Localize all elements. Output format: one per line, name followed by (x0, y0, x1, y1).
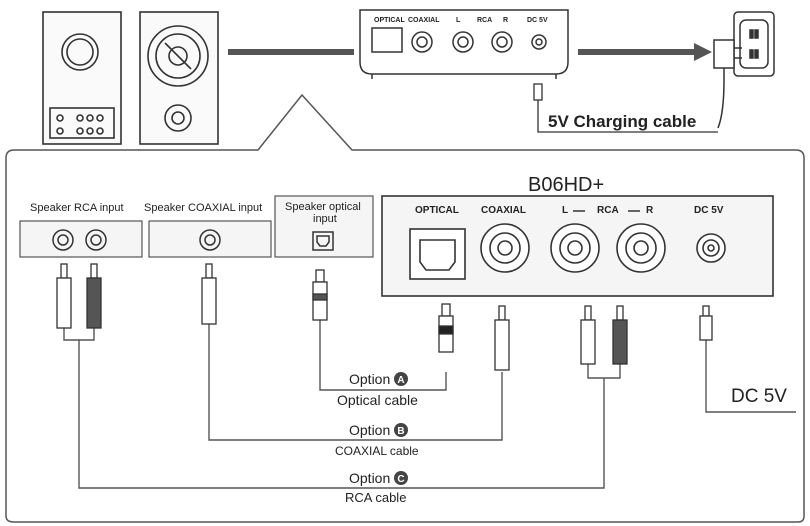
device-top-view (359, 9, 569, 79)
power-adapter-icon (713, 39, 742, 129)
speaker-coaxial-jack (199, 229, 221, 251)
speaker-optical-input-label-line1: Speaker optical (285, 201, 361, 213)
wall-outlet (733, 11, 775, 77)
svg-text:A: A (397, 375, 404, 386)
option-c-cable-label: RCA cable (345, 490, 407, 505)
speaker-optical-input-panel (274, 195, 374, 258)
rear-port-label-dc: DC 5V (694, 205, 724, 216)
top-port-label-optical: OPTICAL (374, 17, 405, 24)
top-port-label-dc: DC 5V (527, 17, 548, 24)
device-coaxial-port (480, 223, 530, 273)
option-c-label: Option (349, 470, 391, 486)
speaker-optical-plug (312, 269, 328, 321)
dc-cable (705, 338, 796, 413)
rear-port-label-optical: OPTICAL (415, 205, 459, 216)
top-port-label-rca: RCA (477, 17, 493, 24)
speaker-right (139, 11, 219, 145)
power-arrow-bar (578, 49, 696, 55)
option-c-badge: C (394, 471, 408, 485)
device-dc-port (696, 233, 726, 263)
device-rca-plug-right (612, 305, 628, 365)
power-arrow-head (694, 43, 712, 61)
top-port-label-l: L (456, 17, 461, 24)
charging-cable-label: 5V Charging cable (548, 112, 697, 131)
speaker-coaxial-input-label: Speaker COAXIAL input (144, 202, 263, 214)
speaker-rca-input-label: Speaker RCA input (30, 202, 124, 214)
speaker-optical-jack (312, 231, 334, 251)
svg-text:C: C (397, 474, 404, 485)
device-coaxial-plug (494, 305, 510, 371)
charging-plug (533, 83, 543, 101)
speaker-rca-input-panel (19, 220, 143, 258)
option-b-badge: B (394, 423, 408, 437)
option-b-cable-label: COAXIAL cable (335, 444, 419, 458)
dc-5v-label: DC 5V (731, 386, 787, 407)
device-rca-left-port (550, 223, 600, 273)
speaker-coaxial-plug (201, 263, 217, 325)
coaxial-cable (208, 322, 503, 441)
charging-cable (537, 100, 718, 133)
rear-port-label-r: R (646, 205, 654, 216)
speaker-link-bar (228, 49, 354, 55)
device-model-title: B06HD+ (528, 174, 605, 196)
device-rca-right-port (616, 223, 666, 273)
option-a-cable-label: Optical cable (337, 392, 418, 408)
device-optical-port (409, 228, 466, 280)
option-a-badge: A (394, 372, 408, 386)
top-port-label-r: R (503, 17, 509, 24)
speaker-coaxial-input-panel (148, 220, 272, 258)
svg-text:B: B (397, 426, 404, 437)
option-b-label: Option (349, 422, 391, 438)
rear-port-label-l: L (562, 205, 569, 216)
speaker-rca-right-jack (85, 229, 107, 251)
device-dc-plug (699, 305, 713, 341)
speaker-rca-left-jack (52, 229, 74, 251)
rear-port-label-rca: RCA (597, 205, 619, 216)
top-port-label-coaxial: COAXIAL (408, 17, 440, 24)
device-optical-plug (438, 303, 454, 353)
speaker-rca-plug-left (56, 263, 72, 329)
speaker-optical-input-label-line2: input (313, 213, 337, 225)
rear-port-label-coaxial: COAXIAL (481, 205, 526, 216)
rca-cable (63, 325, 605, 489)
optical-cable (319, 320, 447, 391)
speaker-left (42, 11, 122, 145)
device-rca-plug-left (580, 305, 596, 365)
option-a-label: Option (349, 371, 391, 387)
speaker-rca-plug-right (86, 263, 102, 329)
